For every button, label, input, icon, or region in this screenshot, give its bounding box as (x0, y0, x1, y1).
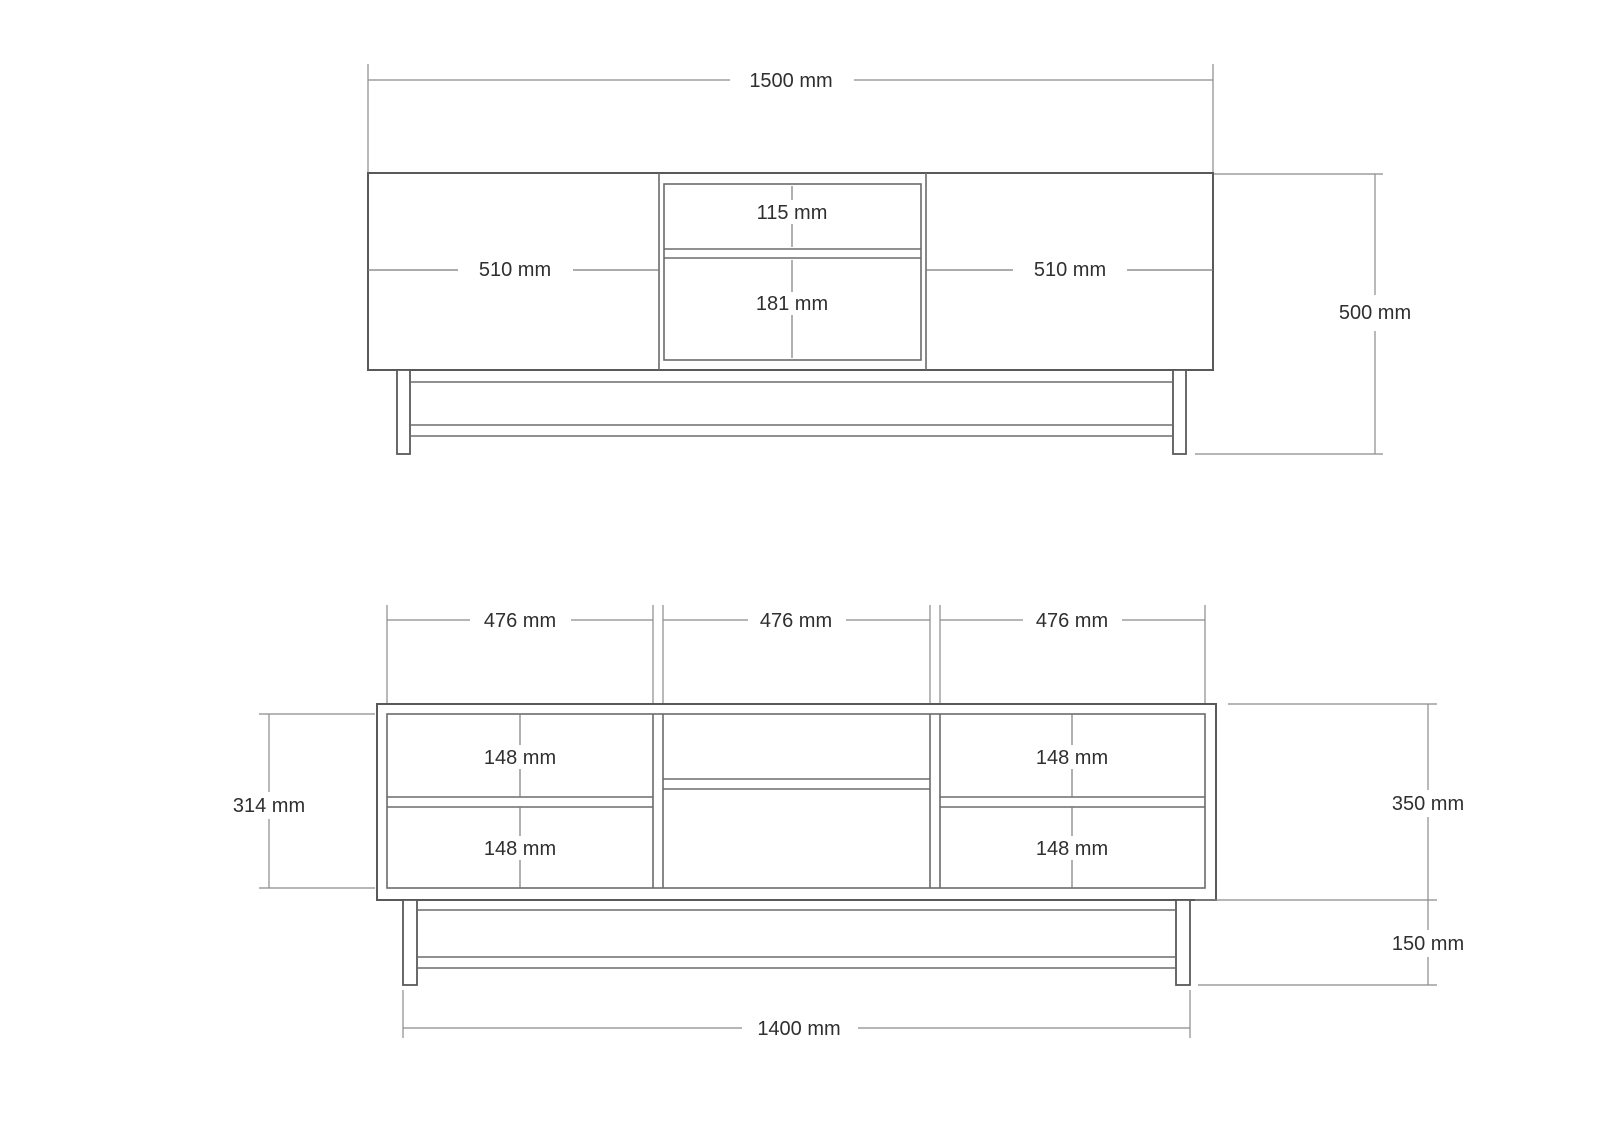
interior-cabinet-inner (386, 713, 1206, 889)
interior-shelf-right (940, 796, 1205, 808)
dim-interior-height (259, 713, 375, 889)
front-left-leg (396, 369, 411, 455)
dim-section-2-label: 476 mm (760, 610, 832, 632)
dim-sections-extensions (386, 605, 1206, 703)
dim-carcass-height-label: 350 mm (1392, 793, 1464, 815)
dim-carcass-height (1195, 703, 1437, 901)
dim-overall-width-label: 1500 mm (749, 70, 832, 92)
dim-overall-height-label: 500 mm (1339, 302, 1411, 324)
interior-partition-right (929, 714, 941, 888)
front-drawer-box (663, 183, 922, 361)
dim-overall-height (1195, 173, 1383, 455)
dim-cell-left-top-label: 148 mm (484, 747, 556, 769)
dim-section-1-label: 476 mm (484, 610, 556, 632)
interior-shelf-left (387, 796, 653, 808)
dim-cell-left-bottom-label: 148 mm (484, 838, 556, 860)
front-cabinet-outline (367, 172, 1214, 371)
dim-section-3-label: 476 mm (1036, 610, 1108, 632)
front-view: 115 mm 181 mm 510 mm 510 mm (367, 64, 1411, 455)
interior-partition-left (652, 714, 664, 888)
interior-base-stretcher (417, 956, 1176, 969)
dim-bottom-drawer-label: 181 mm (756, 293, 828, 315)
dim-left-door-label: 510 mm (479, 259, 551, 281)
dim-base-height (1198, 900, 1437, 986)
dim-right-door-label: 510 mm (1034, 259, 1106, 281)
dim-interior-height-label: 314 mm (233, 795, 305, 817)
interior-cabinet-outline (376, 703, 1217, 901)
dim-base-width (402, 990, 1191, 1038)
dim-overall-width (367, 64, 1214, 172)
interior-shelf-center (663, 778, 930, 790)
interior-view: 148 mm 148 mm 148 mm 148 mm (233, 605, 1464, 1040)
dim-cell-right-top-label: 148 mm (1036, 747, 1108, 769)
dim-cell-right-bottom-label: 148 mm (1036, 838, 1108, 860)
dim-base-width-label: 1400 mm (757, 1018, 840, 1040)
dim-top-drawer-label: 115 mm (757, 202, 828, 224)
dim-base-height-label: 150 mm (1392, 933, 1464, 955)
front-right-leg (1172, 369, 1187, 455)
interior-right-leg (1175, 899, 1191, 986)
front-base-stretcher (410, 424, 1173, 437)
interior-left-leg (402, 899, 418, 986)
